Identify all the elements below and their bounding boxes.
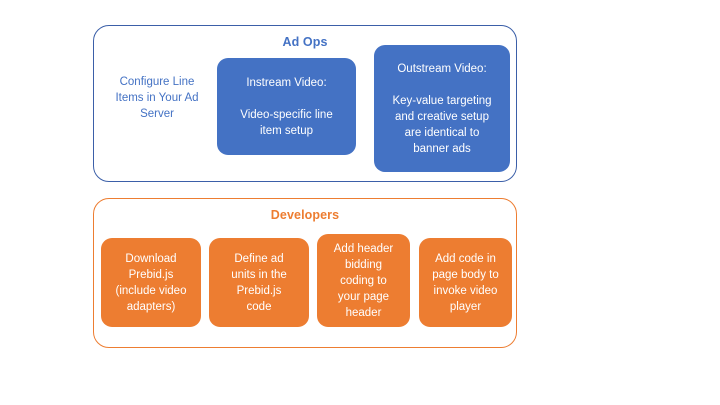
box-add-page-body-code: Add code in page body to invoke video pl… <box>419 238 512 327</box>
box-download-prebid: Download Prebid.js (include video adapte… <box>101 238 201 327</box>
box-add-page-body-code-label: Add code in page body to invoke video pl… <box>432 252 499 313</box>
box-define-ad-units-label: Define ad units in the Prebid.js code <box>231 252 287 313</box>
box-outstream-video-label: Outstream Video: Key-value targeting and… <box>392 62 492 155</box>
group-developers: Developers <box>93 198 517 348</box>
group-title-developers: Developers <box>270 208 340 222</box>
group-ad-ops: Ad Ops <box>93 25 517 182</box>
box-instream-video: Instream Video: Video-specific line item… <box>217 58 356 155</box>
box-add-header-bidding: Add header bidding coding to your page h… <box>317 234 410 327</box>
box-define-ad-units: Define ad units in the Prebid.js code <box>209 238 309 327</box>
box-download-prebid-label: Download Prebid.js (include video adapte… <box>115 252 187 313</box>
box-outstream-video: Outstream Video: Key-value targeting and… <box>374 45 510 172</box>
box-add-header-bidding-label: Add header bidding coding to your page h… <box>333 242 394 319</box>
box-instream-video-label: Instream Video: Video-specific line item… <box>240 76 333 137</box>
group-title-ad-ops: Ad Ops <box>282 35 328 49</box>
label-configure-line-items: Configure Line Items in Your Ad Server <box>115 76 199 120</box>
